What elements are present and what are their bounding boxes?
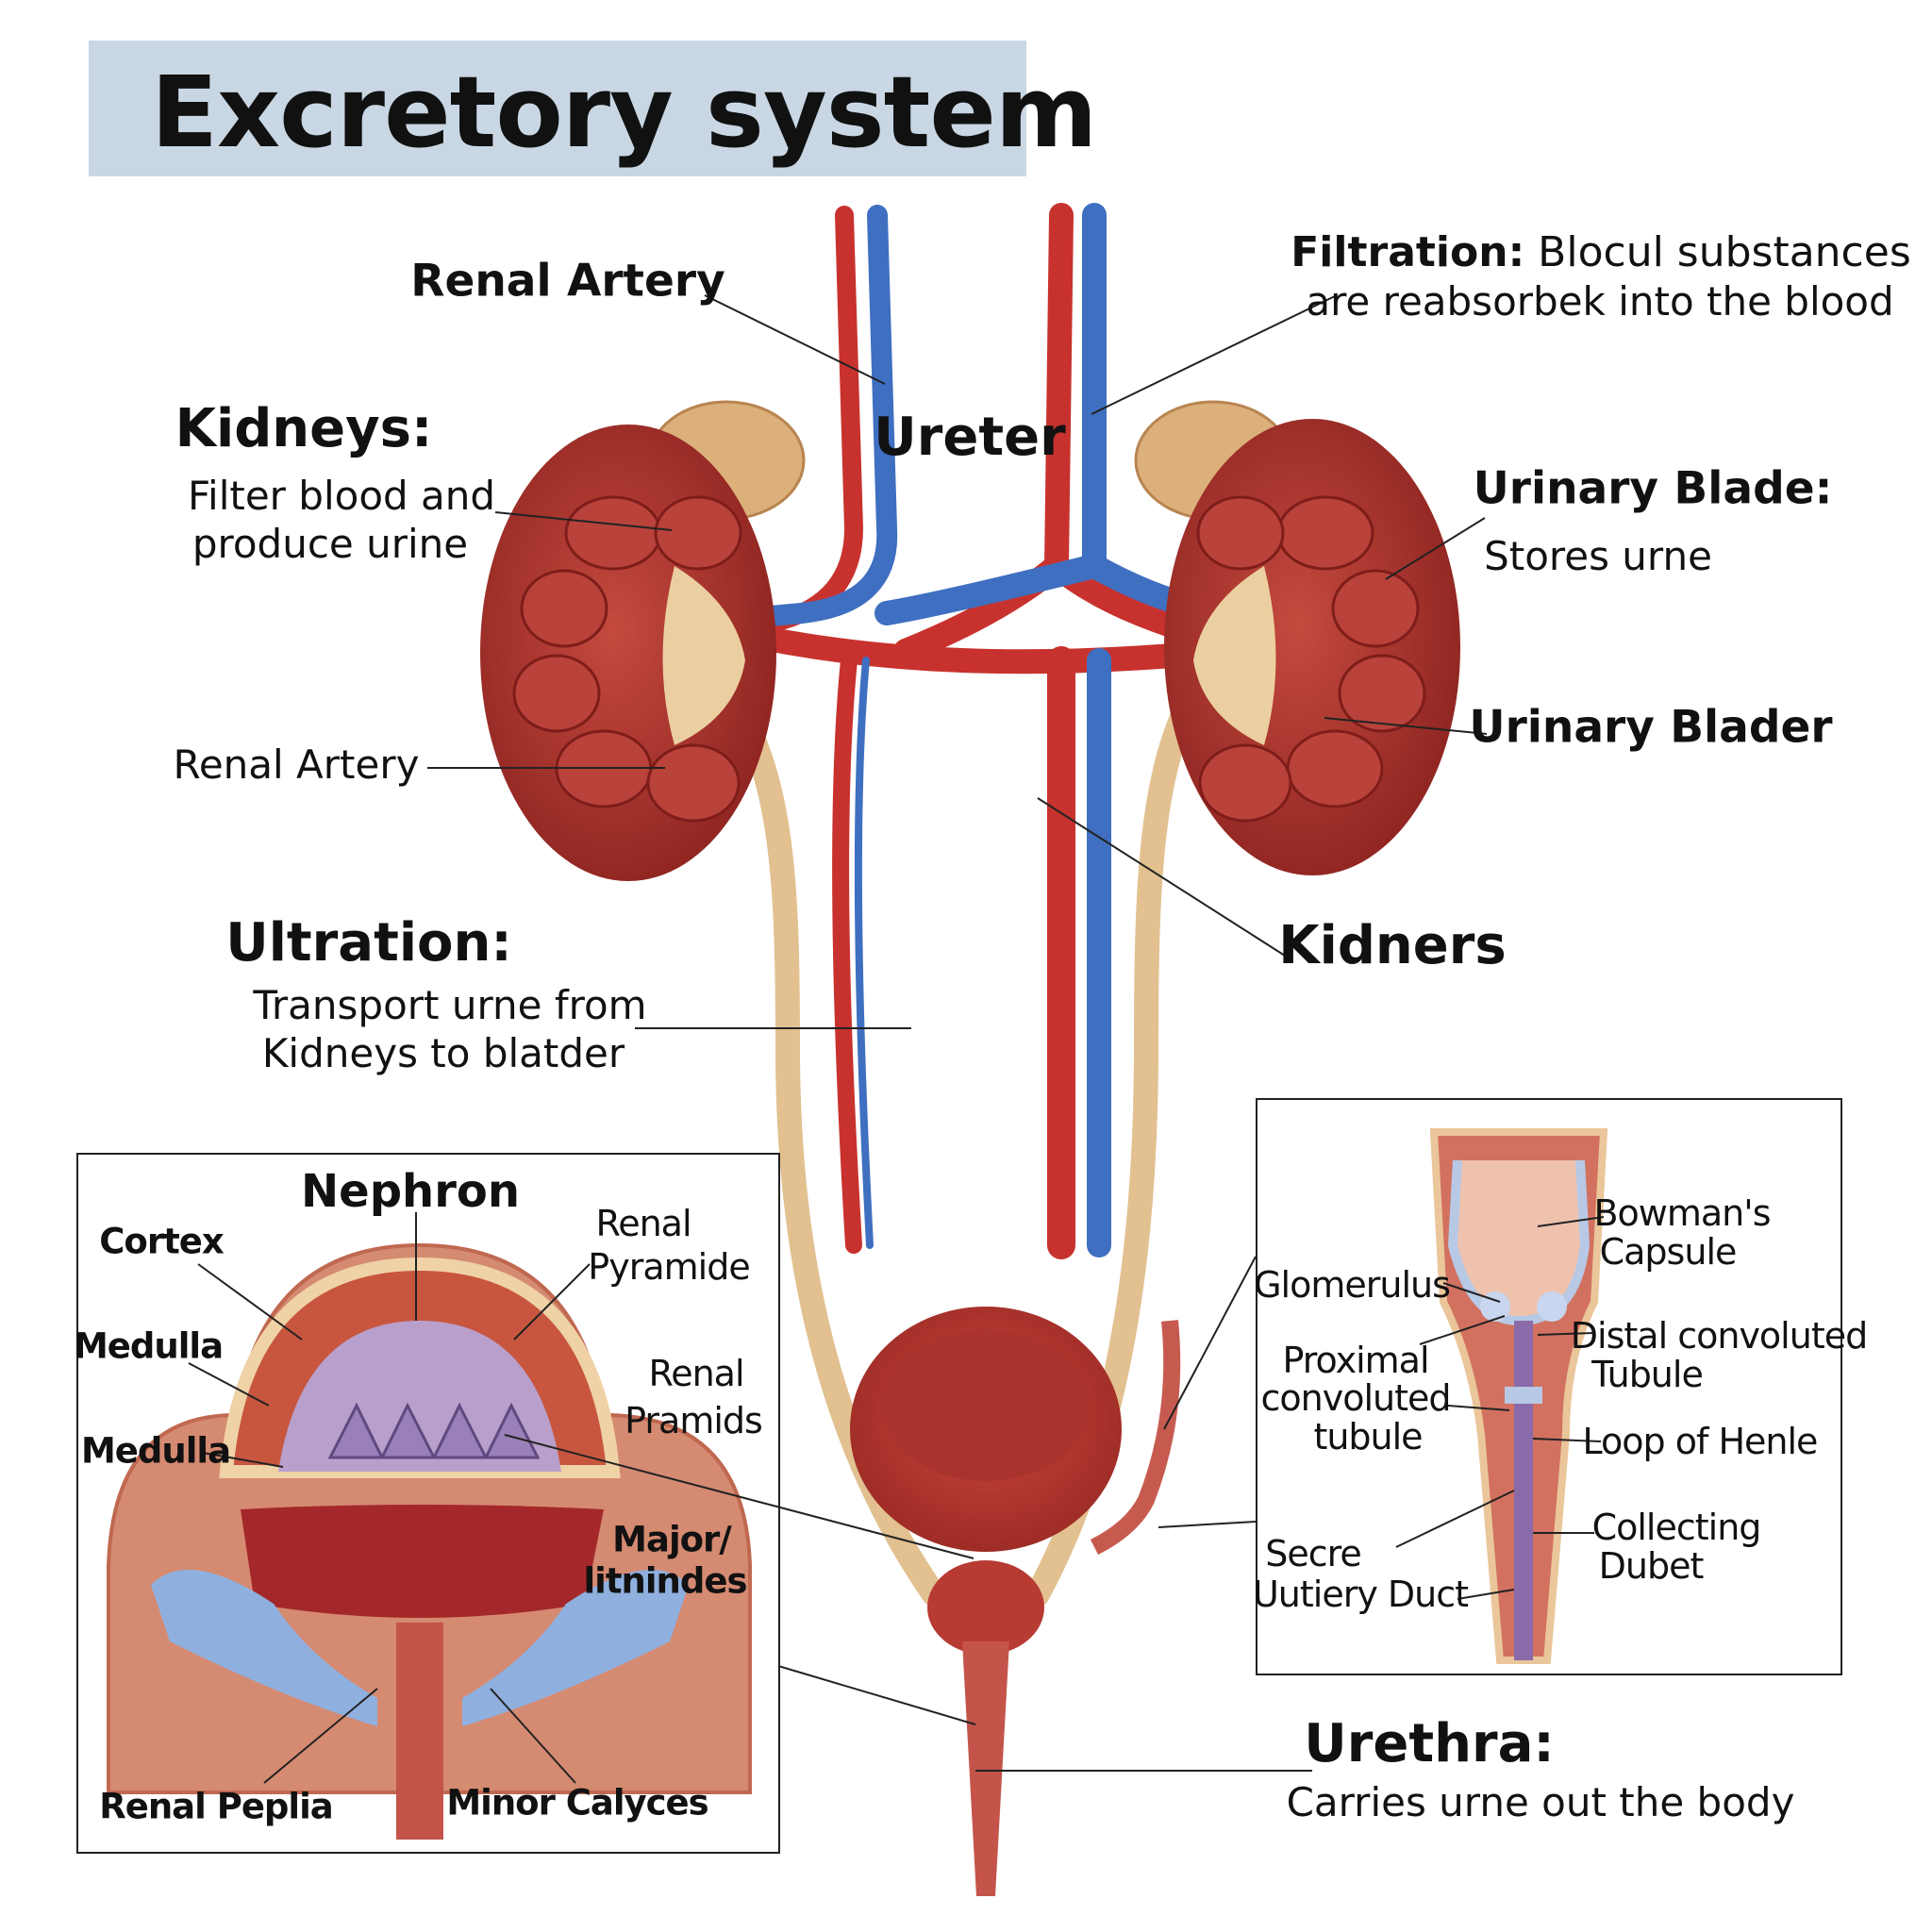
nephron-tubule xyxy=(1429,1128,1608,1664)
urinary-bladder xyxy=(850,1307,1181,1896)
medulla-label-2: Medulla xyxy=(80,1430,231,1472)
filtration-heading: Filtration: xyxy=(1291,228,1525,276)
urethra-heading: Urethra: xyxy=(1304,1713,1555,1774)
renal-pramids-label-2: Pramids xyxy=(625,1400,763,1441)
kidners-label: Kidners xyxy=(1278,915,1507,976)
bowmans-capsule-label-1: Bowman's xyxy=(1593,1192,1771,1234)
page-title: Excretory system xyxy=(151,55,1097,170)
cortex-label: Cortex xyxy=(99,1221,224,1262)
urinary-blade-heading: Urinary Blade: xyxy=(1473,462,1833,515)
kidneys-desc-2: produce urine xyxy=(192,521,469,567)
bowmans-capsule-label-2: Capsule xyxy=(1599,1231,1738,1273)
ureter-label: Ureter xyxy=(874,407,1066,468)
kidneys-heading: Kidneys: xyxy=(175,398,433,459)
minor-calyces-label: Minor Calyces xyxy=(446,1782,708,1824)
filtration-desc-2: are reabsorbek into the blood xyxy=(1306,278,1894,325)
urethra-desc: Carries urne out the body xyxy=(1286,1779,1795,1825)
title-banner xyxy=(89,41,1026,176)
distal-tubule-label-1: Distal convoluted xyxy=(1570,1315,1868,1357)
loop-of-henle-label: Loop of Henle xyxy=(1582,1421,1819,1462)
urinary-blader-label: Urinary Blader xyxy=(1469,701,1833,754)
renal-artery-left-label: Renal Artery xyxy=(173,741,420,788)
nephron-inset-frame xyxy=(76,1153,780,1854)
urinary-blade-desc: Stores urne xyxy=(1484,533,1712,579)
distal-tubule-label-2: Tubule xyxy=(1591,1354,1704,1395)
proximal-tubule-label-1: Proximal xyxy=(1282,1340,1429,1381)
nephron-title: Nephron xyxy=(300,1165,521,1218)
kidneys-desc-1: Filter blood and xyxy=(187,473,496,519)
secre-duct-label-1: Secre xyxy=(1265,1533,1362,1574)
ultration-desc-1: Transport urne from xyxy=(253,982,647,1028)
major-calyces-label-2: litnindes xyxy=(583,1560,747,1602)
ultration-desc-2: Kidneys to blatder xyxy=(261,1030,625,1076)
glomerulus-label: Glomerulus xyxy=(1254,1264,1451,1306)
nephron-cross-section xyxy=(107,1242,752,1840)
leader-lines xyxy=(188,294,1605,1784)
filtration-line-1: Filtration: Blocul substances xyxy=(1291,232,1911,274)
renal-pyramide-label-2: Pyramide xyxy=(588,1246,750,1288)
blood-vessels xyxy=(679,203,1257,1259)
renal-artery-top-label: Renal Artery xyxy=(410,255,725,308)
proximal-tubule-label-2: convoluted xyxy=(1260,1377,1451,1419)
collecting-duct-label-2: Dubet xyxy=(1598,1545,1705,1587)
tubule-inset-frame xyxy=(1256,1098,1842,1675)
right-kidney xyxy=(1134,400,1460,875)
renal-pramids-label-1: Renal xyxy=(648,1353,744,1394)
filtration-desc-1: Blocul substances xyxy=(1538,228,1911,276)
collecting-duct-label-1: Collecting xyxy=(1591,1507,1762,1548)
medulla-label-1: Medulla xyxy=(73,1325,224,1367)
proximal-tubule-label-3: tubule xyxy=(1313,1416,1423,1457)
left-kidney xyxy=(480,400,806,881)
renal-peplia-label: Renal Peplia xyxy=(99,1786,333,1827)
major-calyces-label-1: Major/ xyxy=(612,1519,732,1560)
secre-duct-label-2: Uutiery Duct xyxy=(1252,1574,1469,1615)
renal-pyramide-label-1: Renal xyxy=(595,1203,691,1244)
ultration-heading: Ultration: xyxy=(225,912,512,974)
